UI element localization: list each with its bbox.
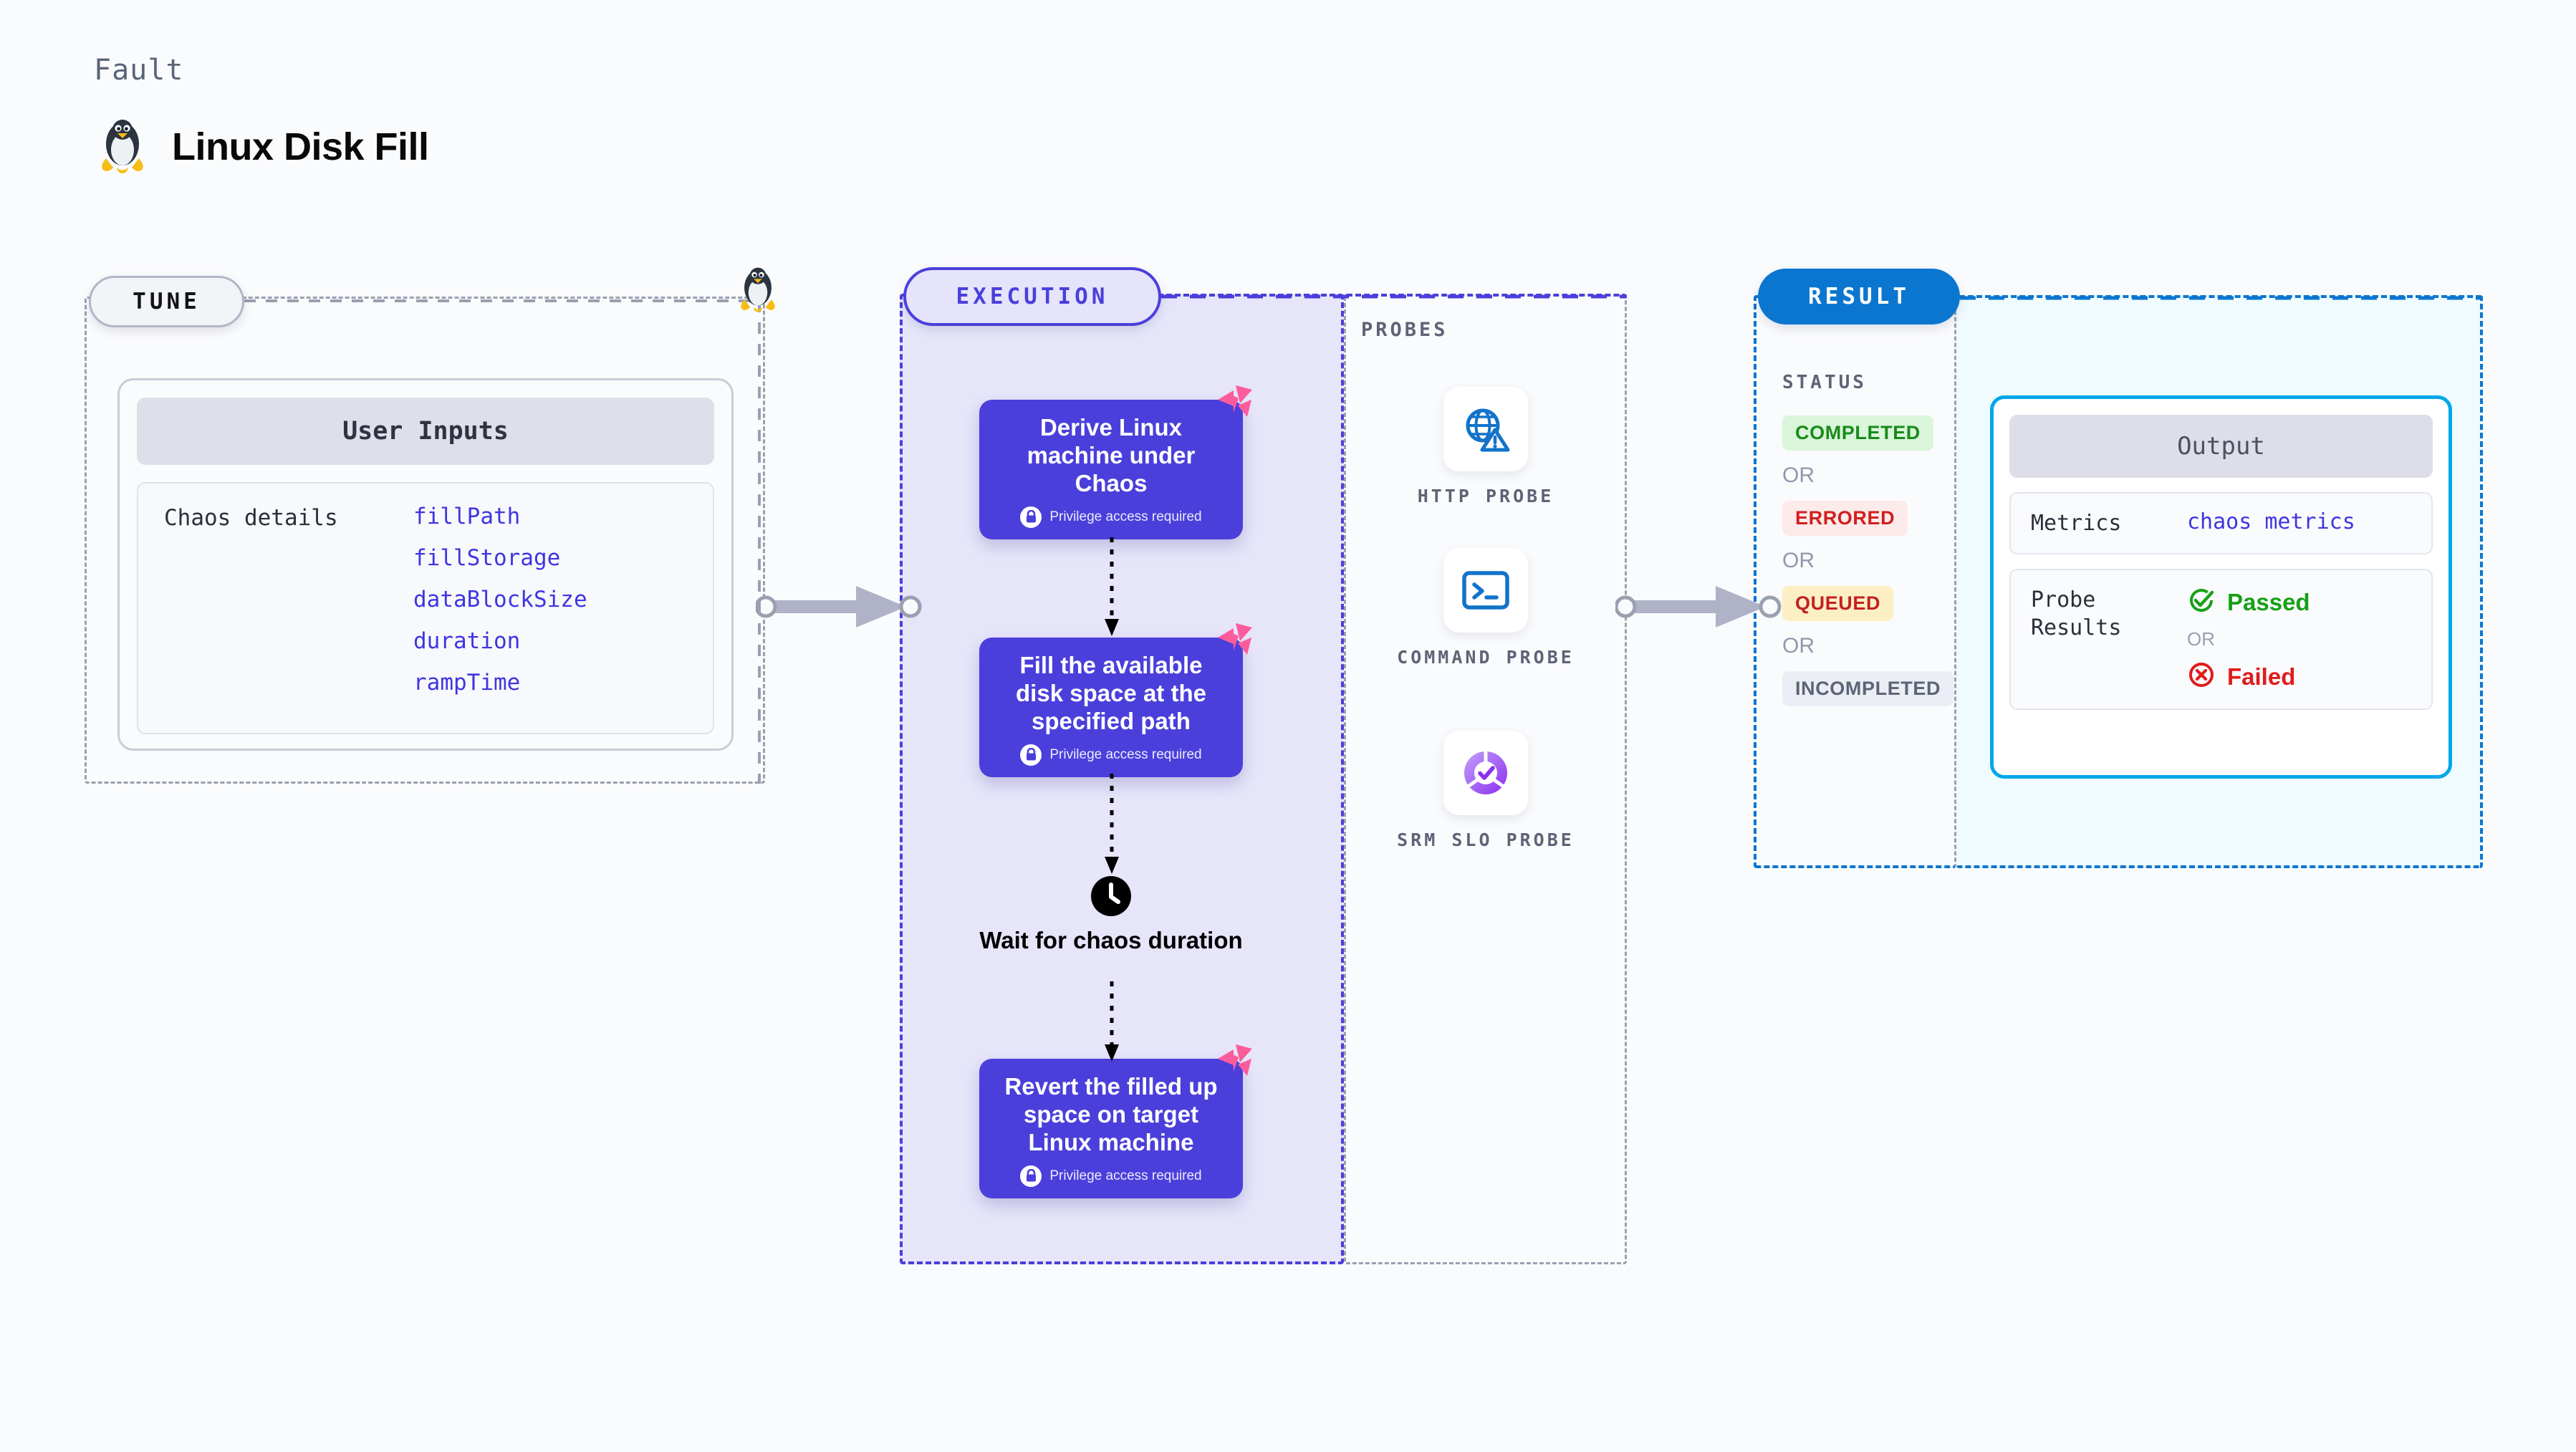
wait-for-chaos-duration-node: Wait for chaos duration	[979, 876, 1243, 955]
wait-node-label: Wait for chaos duration	[979, 927, 1243, 953]
status-or-3: OR	[1782, 634, 1815, 658]
input-param-ramptime[interactable]: rampTime	[413, 670, 521, 696]
lock-icon	[1020, 744, 1042, 766]
status-or-2: OR	[1782, 549, 1815, 572]
check-circle-icon	[2187, 586, 2216, 618]
user-inputs-title: User Inputs	[137, 398, 714, 465]
arrow-tune-to-execution	[756, 586, 922, 628]
output-metrics-link[interactable]: chaos metrics	[2187, 509, 2355, 534]
clock-icon	[979, 876, 1243, 916]
input-param-datablocksize[interactable]: dataBlockSize	[413, 587, 587, 612]
privilege-note: Privilege access required	[995, 744, 1227, 766]
status-badge-incompleted[interactable]: INCOMPLETED	[1782, 671, 1954, 706]
user-inputs-card: User Inputs Chaos details fillPath fillS…	[117, 378, 734, 751]
section-pill-tune[interactable]: TUNE	[89, 276, 244, 327]
status-badge-errored[interactable]: ERRORED	[1782, 501, 1908, 536]
probe-result-passed: Passed	[2187, 586, 2310, 618]
linux-penguin-icon	[99, 118, 146, 176]
litmus-logo-icon	[1214, 1043, 1256, 1085]
input-param-fillstorage[interactable]: fillStorage	[413, 545, 561, 571]
step-title: Fill the available disk space at the spe…	[1016, 652, 1206, 734]
page-eyebrow: Fault	[94, 54, 184, 87]
section-pill-result[interactable]: RESULT	[1758, 269, 1960, 324]
probe-label: SRM SLO PROBE	[1397, 830, 1575, 850]
lock-icon	[1020, 506, 1042, 528]
probe-result-failed: Failed	[2187, 660, 2310, 693]
probe-http[interactable]: HTTP PROBE	[1378, 387, 1593, 509]
status-or-1: OR	[1782, 463, 1815, 487]
input-param-duration[interactable]: duration	[413, 628, 521, 654]
step-title: Revert the filled up space on target Lin…	[1004, 1073, 1218, 1155]
terminal-icon	[1443, 548, 1528, 633]
probes-section-label: PROBES	[1361, 319, 1448, 341]
slo-donut-check-icon	[1443, 731, 1528, 815]
probe-label: HTTP PROBE	[1417, 486, 1554, 506]
output-card: Output Metrics chaos metrics Probe Resul…	[1990, 395, 2452, 779]
probe-passed-label: Passed	[2227, 588, 2310, 615]
litmus-logo-icon	[1214, 622, 1256, 664]
chaos-details-row: Chaos details fillPath fillStorage dataB…	[137, 482, 714, 734]
probe-command[interactable]: COMMAND PROBE	[1378, 548, 1593, 670]
output-probe-results-key: Probe Results	[2031, 587, 2122, 640]
execution-step-connectors	[1105, 537, 1119, 1062]
execution-step-1[interactable]: Derive Linux machine under Chaos Privile…	[979, 385, 1252, 539]
probe-srm-slo[interactable]: SRM SLO PROBE	[1378, 731, 1593, 852]
probe-label: COMMAND PROBE	[1397, 647, 1575, 668]
privilege-note-text: Privilege access required	[1049, 746, 1202, 762]
step-title: Derive Linux machine under Chaos	[1027, 414, 1196, 496]
page-title-row: Linux Disk Fill	[99, 118, 429, 176]
privilege-note-text: Privilege access required	[1049, 509, 1202, 524]
output-probe-results-values: Passed OR Failed	[2187, 586, 2310, 693]
section-pill-execution[interactable]: EXECUTION	[903, 267, 1161, 326]
chaos-details-key: Chaos details	[164, 505, 338, 531]
globe-warning-icon	[1443, 387, 1528, 471]
execution-step-3[interactable]: Revert the filled up space on target Lin…	[979, 1044, 1252, 1198]
output-probe-results-row: Probe Results Passed OR	[2009, 569, 2433, 710]
result-status-region	[1754, 295, 1956, 868]
status-section-label: STATUS	[1782, 372, 1867, 393]
probe-result-or: OR	[2187, 628, 2215, 650]
output-card-title: Output	[2009, 415, 2433, 478]
status-badge-completed[interactable]: COMPLETED	[1782, 415, 1933, 451]
privilege-note-text: Privilege access required	[1049, 1168, 1202, 1183]
status-badge-queued[interactable]: QUEUED	[1782, 586, 1894, 621]
execution-step-2[interactable]: Fill the available disk space at the spe…	[979, 623, 1252, 777]
arrow-probes-to-result	[1615, 586, 1782, 628]
lock-icon	[1020, 1165, 1042, 1187]
status-options-list: COMPLETED OR ERRORED OR QUEUED OR INCOMP…	[1782, 415, 1954, 706]
output-metrics-row: Metrics chaos metrics	[2009, 492, 2433, 554]
privilege-note: Privilege access required	[995, 1165, 1227, 1187]
probe-failed-label: Failed	[2227, 663, 2296, 690]
page-title: Linux Disk Fill	[172, 125, 429, 168]
chaos-details-values: fillPath fillStorage dataBlockSize durat…	[413, 504, 587, 713]
x-circle-icon	[2187, 660, 2216, 693]
output-metrics-key: Metrics	[2031, 511, 2122, 536]
litmus-logo-icon	[1214, 384, 1256, 426]
privilege-note: Privilege access required	[995, 506, 1227, 528]
input-param-fillpath[interactable]: fillPath	[413, 504, 521, 529]
linux-penguin-marker-icon	[738, 266, 778, 317]
tune-region	[85, 297, 765, 784]
